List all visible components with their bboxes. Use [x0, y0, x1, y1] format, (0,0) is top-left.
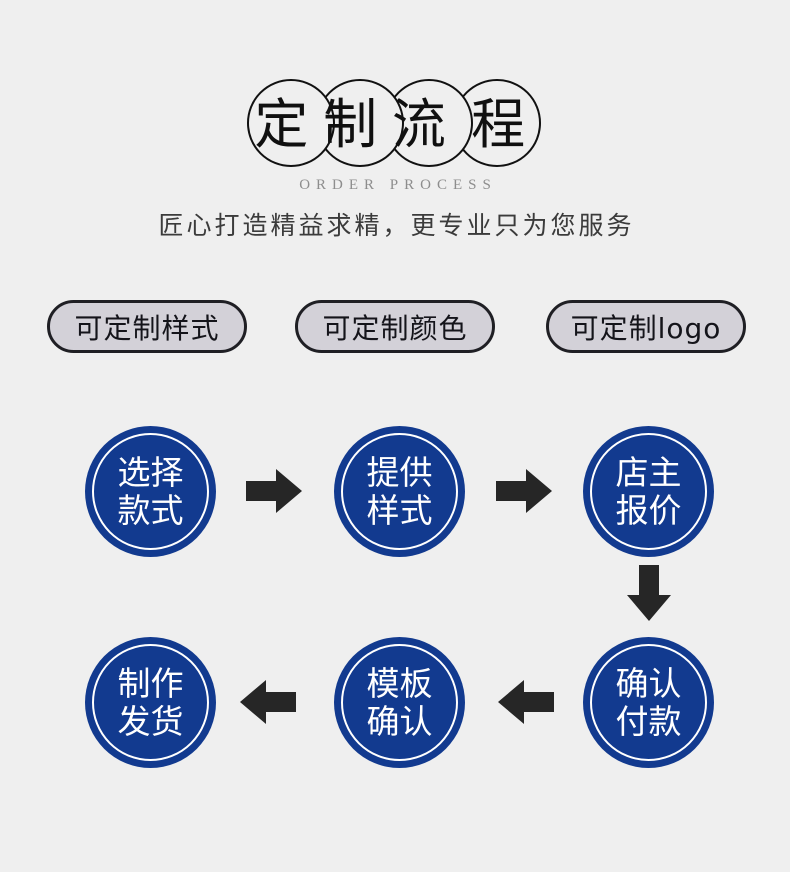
flow-step-label: 确认 付款: [615, 663, 682, 741]
title-char-3: 流: [391, 93, 446, 156]
flow-step-label: 提供 样式: [366, 452, 433, 530]
flow-step-2-provide-sample[interactable]: 提供 样式: [334, 426, 465, 557]
tag-custom-logo[interactable]: 可定制logo: [546, 300, 746, 353]
flow-step-5-template-confirm[interactable]: 模板 确认: [334, 637, 465, 768]
page-title: 定 制 流 程: [247, 79, 543, 171]
flow-step-label: 店主 报价: [615, 452, 682, 530]
flow-step-label: 选择 款式: [117, 452, 184, 530]
header-block: 定 制 流 程 ORDER PROCESS 匠心打造精益求精，更专业只为您服务: [0, 0, 790, 270]
tag-custom-style[interactable]: 可定制样式: [47, 300, 247, 353]
title-circle-1: [247, 79, 335, 167]
customization-tag-row: 可定制样式 可定制颜色 可定制logo: [0, 300, 790, 356]
flow-step-3-shop-quote[interactable]: 店主 报价: [583, 426, 714, 557]
flow-step-1-select-style[interactable]: 选择 款式: [85, 426, 216, 557]
arrow-down-icon: [624, 565, 674, 621]
title-subtitle-english: ORDER PROCESS: [299, 177, 497, 193]
arrow-left-icon-1: [498, 677, 554, 727]
title-char-2: 制: [323, 93, 378, 156]
title-char-4: 程: [471, 93, 526, 156]
flow-step-label: 模板 确认: [366, 663, 433, 741]
tagline: 匠心打造精益求精，更专业只为您服务: [158, 211, 635, 240]
flow-step-label: 制作 发货: [117, 663, 184, 741]
arrow-right-icon-1: [246, 466, 302, 516]
title-circle-group: 定 制 流 程: [247, 79, 543, 171]
arrow-right-icon-2: [496, 466, 552, 516]
flow-step-4-confirm-payment[interactable]: 确认 付款: [583, 637, 714, 768]
tag-custom-color[interactable]: 可定制颜色: [295, 300, 495, 353]
flow-step-6-produce-ship[interactable]: 制作 发货: [85, 637, 216, 768]
title-char-1: 定: [254, 93, 309, 156]
arrow-left-icon-2: [240, 677, 296, 727]
